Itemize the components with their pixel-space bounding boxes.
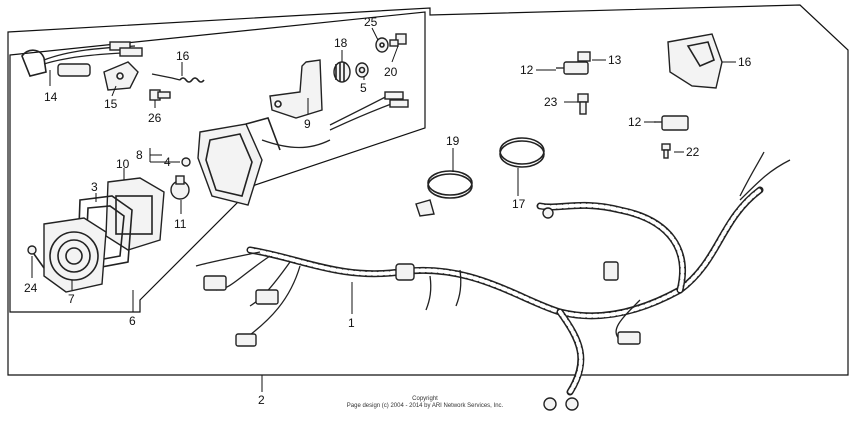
bolt-26-part[interactable] (149, 89, 171, 101)
callout-12-lower: 12 (628, 115, 642, 129)
bolt-22-part[interactable] (661, 143, 671, 159)
clip-13-part[interactable] (577, 51, 591, 62)
bolt-23-part[interactable] (577, 93, 589, 115)
collar-part[interactable] (355, 62, 369, 78)
callout-19: 17 (512, 197, 526, 211)
callout-25: 25 (364, 15, 378, 29)
callout-13: 13 (608, 53, 622, 67)
cover-17-part[interactable] (667, 33, 723, 89)
relay-12-upper-part[interactable] (556, 61, 589, 75)
taillight-lens-part[interactable] (43, 217, 107, 293)
callout-12-upper: 12 (520, 63, 534, 77)
ignition-switch-part[interactable] (21, 41, 143, 77)
callout-8: 8 (136, 148, 143, 162)
callout-20: 19 (446, 134, 460, 148)
spring-part[interactable] (151, 73, 205, 83)
grommet-part[interactable] (333, 61, 351, 83)
relay-12-lower-part[interactable] (654, 115, 689, 131)
switch-bracket-part[interactable] (103, 61, 139, 91)
band-20-part[interactable] (415, 170, 473, 217)
callout-7: 7 (68, 292, 75, 306)
callout-5: 5 (360, 81, 367, 95)
callout-9: 9 (304, 117, 311, 131)
callout-6: 6 (129, 314, 136, 328)
callout-15: 15 (104, 97, 118, 111)
copyright-line1: Copyright (412, 396, 438, 402)
callout-26: 26 (148, 111, 162, 125)
callout-10: 10 (116, 157, 130, 171)
taillight-housing-part[interactable] (197, 117, 331, 206)
wire-harness-part[interactable] (195, 151, 791, 411)
taillight-kit-box (9, 11, 426, 313)
callout-3: 3 (91, 180, 98, 194)
group-outline (7, 4, 849, 376)
callout-24: 24 (24, 281, 38, 295)
callout-22: 22 (686, 145, 700, 159)
callout-1: 1 (348, 316, 355, 330)
callout-21: 20 (384, 65, 398, 79)
lens-gasket-part[interactable] (105, 177, 165, 251)
band-19-part[interactable] (499, 137, 545, 168)
callout-11: 11 (174, 217, 187, 231)
bulb-part[interactable] (170, 175, 190, 200)
copyright-line2: Page design (c) 2004 - 2014 by ARI Netwo… (346, 403, 504, 409)
callout-18: 18 (334, 36, 348, 50)
callout-23: 23 (544, 95, 558, 109)
screw-24-part[interactable] (27, 245, 45, 269)
callout-17: 16 (738, 55, 752, 69)
callout-4: 4 (164, 155, 171, 169)
copyright-notice: Copyright Page design (c) 2004 - 2014 by… (0, 396, 850, 410)
leader-lines (31, 27, 736, 392)
washer-part[interactable] (375, 37, 389, 53)
callout-14: 14 (44, 90, 58, 104)
callout-16: 16 (176, 49, 190, 63)
stay-bracket-part[interactable] (269, 59, 409, 131)
callout-labels: 14 15 16 26 9 18 5 25 20 8 4 10 3 11 24 … (24, 15, 752, 407)
bolt-21-part[interactable] (389, 33, 407, 47)
callout-2: 2 (258, 393, 265, 407)
grommet-4-part[interactable] (181, 157, 191, 167)
